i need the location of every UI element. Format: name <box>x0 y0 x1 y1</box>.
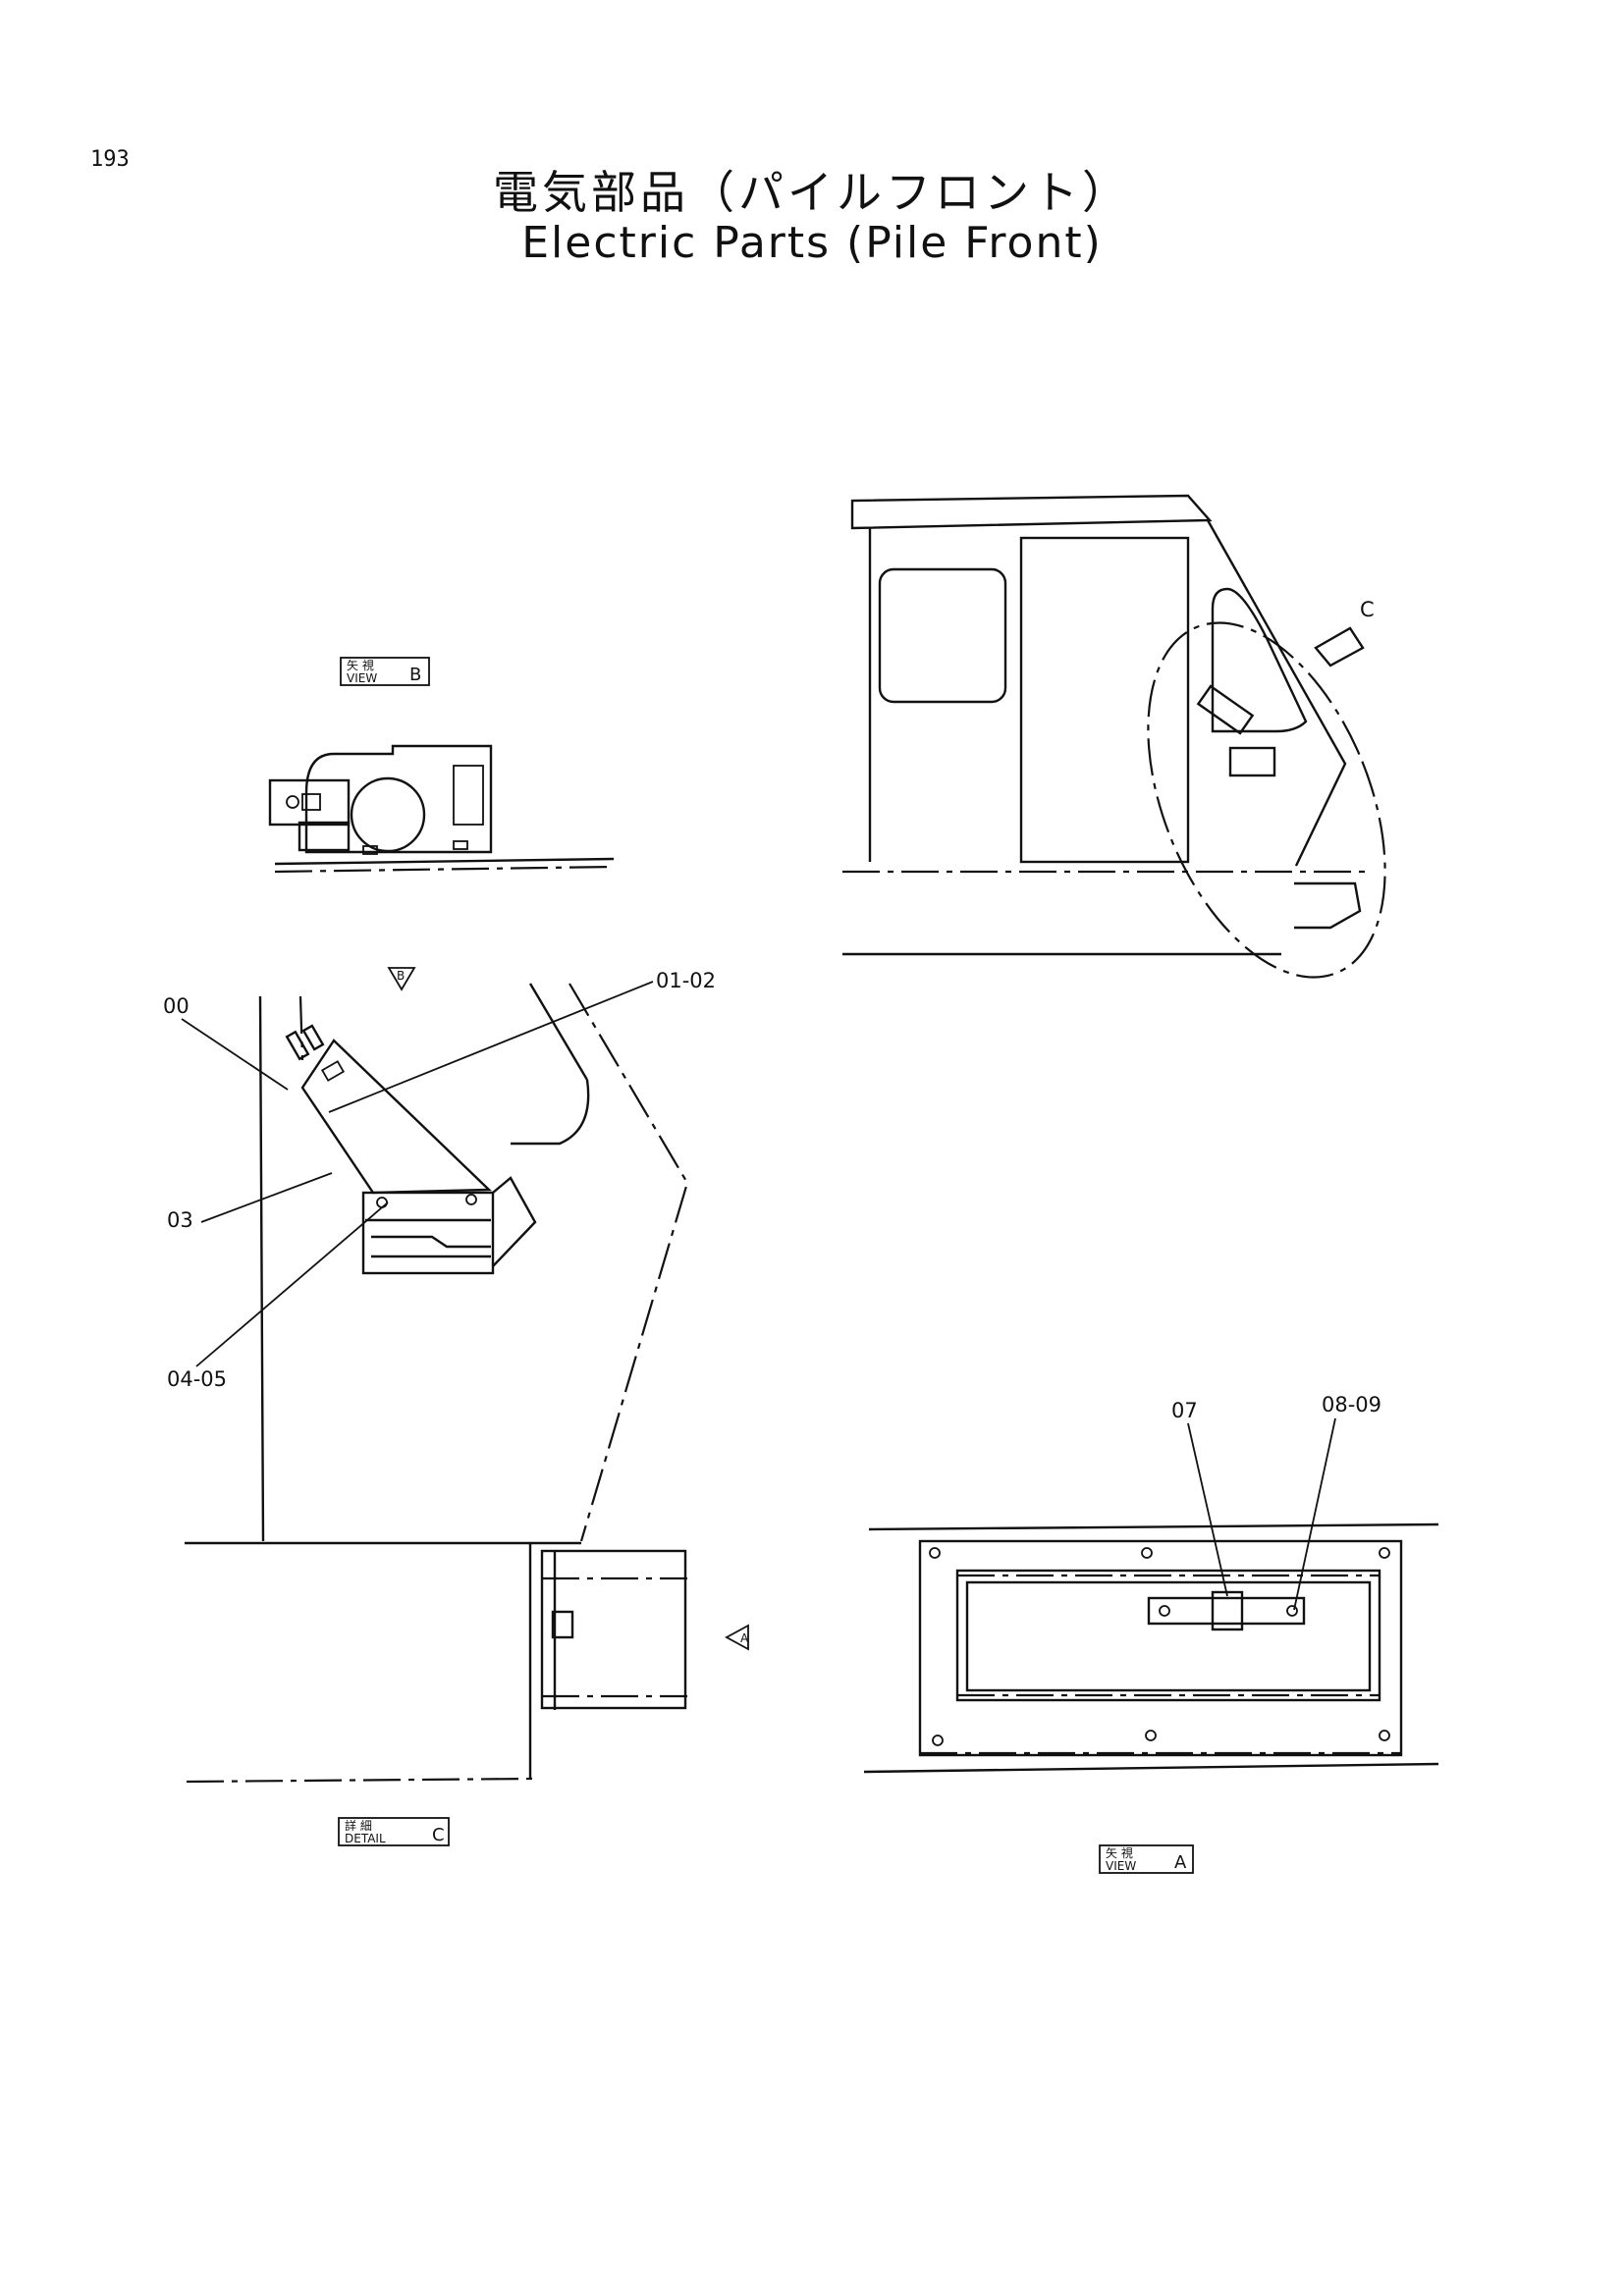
leader-01-02 <box>328 981 654 1113</box>
view-a-strip-screw-right <box>1286 1605 1298 1617</box>
switch-toggle-right <box>301 1024 325 1051</box>
view-a-hole-6 <box>1379 1730 1390 1741</box>
bracket-side-flange <box>492 1176 537 1267</box>
cab-side-window <box>878 567 1007 704</box>
detail-c-tag-label: DETAIL <box>345 1832 386 1845</box>
view-b-drawing: 矢 視 VIEW B <box>268 657 615 874</box>
detail-c-window-curve <box>511 1079 590 1146</box>
callout-c-label: C <box>1360 598 1375 621</box>
view-b-housing-window <box>453 765 484 826</box>
part-label-08-09: 08-09 <box>1322 1393 1381 1416</box>
detail-c-frame-centerline <box>298 995 304 1061</box>
leader-04-05 <box>195 1201 389 1367</box>
detail-c-drawing: B <box>163 967 749 1846</box>
detail-c-tag-box <box>338 1817 450 1846</box>
detail-c-frame-left-edge <box>258 995 265 1542</box>
view-b-base-centerline <box>274 865 615 874</box>
leader-03 <box>200 1172 333 1223</box>
view-b-arrow-marker <box>387 967 416 991</box>
view-a-hole-4 <box>932 1735 944 1746</box>
view-a-hole-2 <box>1141 1547 1153 1559</box>
page-title-english: Electric Parts (Pile Front) <box>521 218 1103 268</box>
detail-c-lower-box <box>540 1549 687 1710</box>
bracket-plate <box>361 1191 495 1275</box>
cab-roof <box>850 494 1213 530</box>
part-label-01-02: 01-02 <box>656 969 716 992</box>
view-b-base-line <box>274 857 615 866</box>
detail-c-frame-slant-centerline <box>568 983 689 1542</box>
bracket-plate-slot <box>371 1235 491 1249</box>
bracket-bolt-right <box>465 1194 477 1205</box>
view-b-tag-kanji: 矢 視 <box>347 658 374 672</box>
switch-toggle-left <box>285 1030 310 1061</box>
view-a-bottom-line <box>863 1762 1439 1774</box>
callout-c-pointer <box>1314 626 1365 667</box>
cab-switch-box <box>1196 684 1255 735</box>
leader-08-09 <box>1293 1417 1336 1611</box>
view-a-strip-screw-left <box>1159 1605 1170 1617</box>
bracket-bolt-left <box>376 1197 388 1208</box>
view-b-switch-body <box>301 793 321 811</box>
leader-00 <box>181 1018 289 1091</box>
view-a-switch-strip <box>1147 1596 1306 1626</box>
view-b-foot-right <box>453 840 468 850</box>
view-a-hole-3 <box>1379 1547 1390 1559</box>
view-a-hole-5 <box>1145 1730 1157 1741</box>
view-a-tag-letter: A <box>1174 1852 1187 1873</box>
cab-front-slant <box>1206 519 1347 867</box>
view-a-arrow-marker <box>725 1624 749 1651</box>
detail-c-bottom-centerline <box>186 1777 533 1784</box>
cab-bracket <box>1228 746 1276 777</box>
view-b-switch-knob <box>286 795 299 809</box>
view-b-mount-block <box>298 821 351 852</box>
view-a-tag-label: VIEW <box>1106 1859 1136 1873</box>
detail-c-tag-kanji: 詳 細 <box>345 1818 372 1833</box>
cab-overview-drawing: C <box>842 494 1386 979</box>
part-label-03: 03 <box>167 1208 193 1232</box>
view-a-hole-1 <box>929 1547 941 1559</box>
cab-front-window <box>1211 587 1308 733</box>
detail-c-switch-box <box>285 1024 537 1275</box>
view-b-switch-block <box>268 778 351 827</box>
page-title-japanese: 電気部品（パイルフロント） <box>493 166 1131 219</box>
view-b-round-component <box>350 776 426 853</box>
part-label-04-05: 04-05 <box>167 1367 227 1391</box>
page-number: 193 <box>90 147 130 172</box>
view-a-inner-recess <box>965 1580 1372 1692</box>
switch-indicator <box>320 1060 346 1082</box>
cab-lower-box <box>1294 881 1362 930</box>
cab-door <box>1019 536 1190 864</box>
view-a-tag-kanji: 矢 視 <box>1106 1845 1133 1860</box>
part-label-07: 07 <box>1171 1399 1198 1422</box>
view-b-tag-box <box>340 657 430 686</box>
view-b-arrow-letter: B <box>397 969 405 983</box>
view-b-foot-left <box>362 845 378 855</box>
view-a-tag-box <box>1099 1844 1194 1874</box>
detail-c-frame-top-slant-a <box>528 983 589 1081</box>
view-a-inner-panel <box>955 1569 1381 1702</box>
detail-c-connector <box>551 1610 574 1639</box>
view-b-tag-label: VIEW <box>347 671 377 685</box>
view-b-housing <box>304 744 493 854</box>
view-b-tag-letter: B <box>409 665 421 685</box>
switch-box-body <box>300 1039 492 1195</box>
detail-c-callout-ellipse <box>1147 621 1386 979</box>
view-a-top-line <box>868 1522 1439 1531</box>
detail-c-tag-letter: C <box>432 1825 445 1845</box>
part-label-00: 00 <box>163 994 189 1018</box>
view-a-outer-plate <box>918 1539 1403 1757</box>
leader-07 <box>1187 1422 1228 1597</box>
view-a-drawing: 07 08-09 矢 視 VIEW A <box>863 1393 1439 1874</box>
view-a-arrow-letter: A <box>740 1631 749 1645</box>
